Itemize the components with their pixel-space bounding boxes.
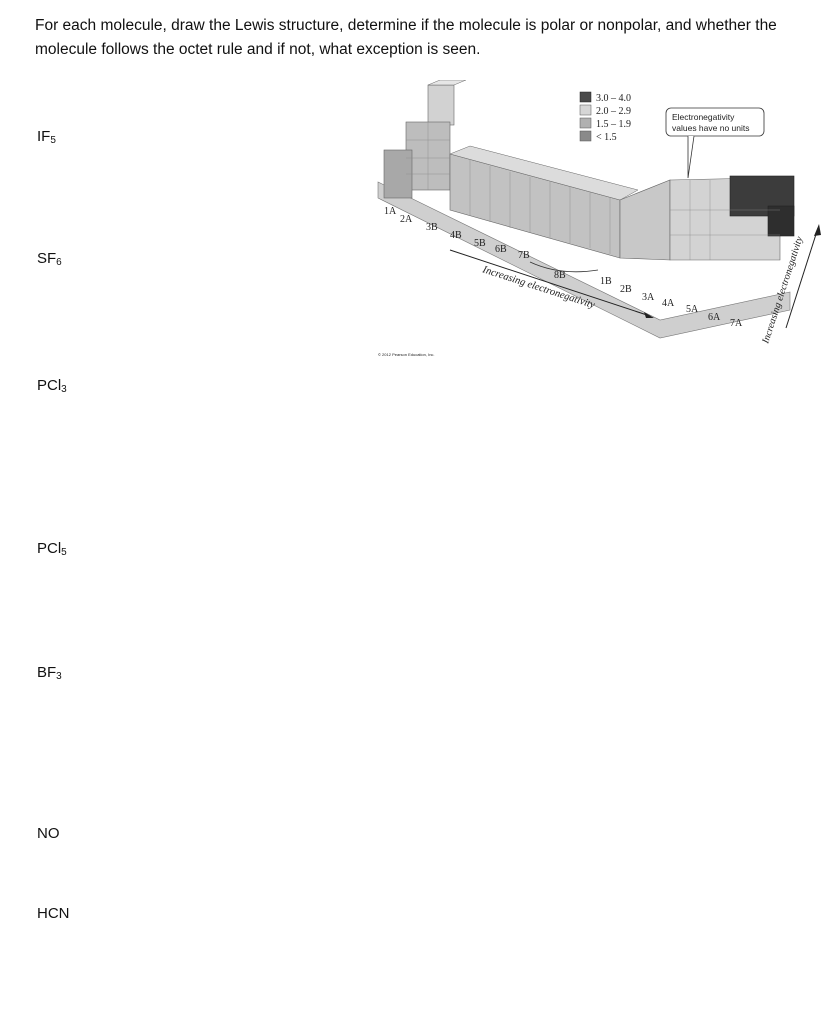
instructions-text: For each molecule, draw the Lewis struct… xyxy=(35,17,777,58)
group-label-1a: 1A xyxy=(384,206,397,217)
group-label-2a: 2A xyxy=(400,214,413,225)
legend-swatch-3 xyxy=(579,130,592,142)
electronegativity-callout: Electronegativity values have no units xyxy=(665,107,765,179)
group-label-8b: 8B xyxy=(554,270,566,281)
callout-line-2: values have no units xyxy=(672,123,750,133)
group-label-4b: 4B xyxy=(450,230,462,241)
group-label-3b: 3B xyxy=(426,222,438,233)
legend-swatch-2 xyxy=(579,117,592,129)
legend-label-3: < 1.5 xyxy=(596,132,617,143)
group-8b-bracket xyxy=(529,261,599,273)
molecule-label-bf3: BF3 xyxy=(37,664,62,682)
group-label-5a: 5A xyxy=(686,304,699,315)
y-arrow-line xyxy=(785,227,819,329)
group-label-6a: 6A xyxy=(708,312,721,323)
hydrogen-block xyxy=(427,84,455,126)
molecule-label-pcl3: PCl3 xyxy=(37,377,67,395)
molecule-label-no: NO xyxy=(37,825,60,842)
group-label-3a: 3A xyxy=(642,292,655,303)
periodic-table-3d-image: 1A 2A 3B 4B 5B 6B 7B 8B 1B 2B 3A 4A 5A 6… xyxy=(377,80,821,357)
x-arrow-line xyxy=(449,249,651,317)
block-grid-lines xyxy=(406,122,780,260)
group-label-7a: 7A xyxy=(730,318,743,329)
copyright-text: © 2012 Pearson Education, Inc. xyxy=(378,352,435,357)
legend-swatch-1 xyxy=(579,104,592,116)
group-label-6b: 6B xyxy=(495,244,507,255)
legend-swatch-0 xyxy=(579,91,592,103)
legend-label-1: 2.0 – 2.9 xyxy=(596,106,631,117)
molecule-label-if5: IF5 xyxy=(37,128,56,146)
group-label-5b: 5B xyxy=(474,238,486,249)
table-base xyxy=(377,181,791,339)
group-label-7b: 7B xyxy=(518,250,530,261)
legend-label-2: 1.5 – 1.9 xyxy=(596,119,631,130)
molecule-label-pcl5: PCl5 xyxy=(37,540,67,558)
legend-label-0: 3.0 – 4.0 xyxy=(596,93,631,104)
legend: 3.0 – 4.0 2.0 – 2.9 1.5 – 1.9 < 1.5 xyxy=(579,91,631,143)
molecule-label-hcn: HCN xyxy=(37,905,70,922)
group-label-2b: 2B xyxy=(620,284,632,295)
y-arrow-head xyxy=(814,224,821,236)
callout-line-1: Electronegativity xyxy=(672,112,735,122)
group-label-1b: 1B xyxy=(600,276,612,287)
molecule-label-sf6: SF6 xyxy=(37,250,62,268)
group-label-4a: 4A xyxy=(662,298,675,309)
electronegativity-figure: 1A 2A 3B 4B 5B 6B 7B 8B 1B 2B 3A 4A 5A 6… xyxy=(370,80,830,370)
x-arrow-head xyxy=(644,312,654,318)
